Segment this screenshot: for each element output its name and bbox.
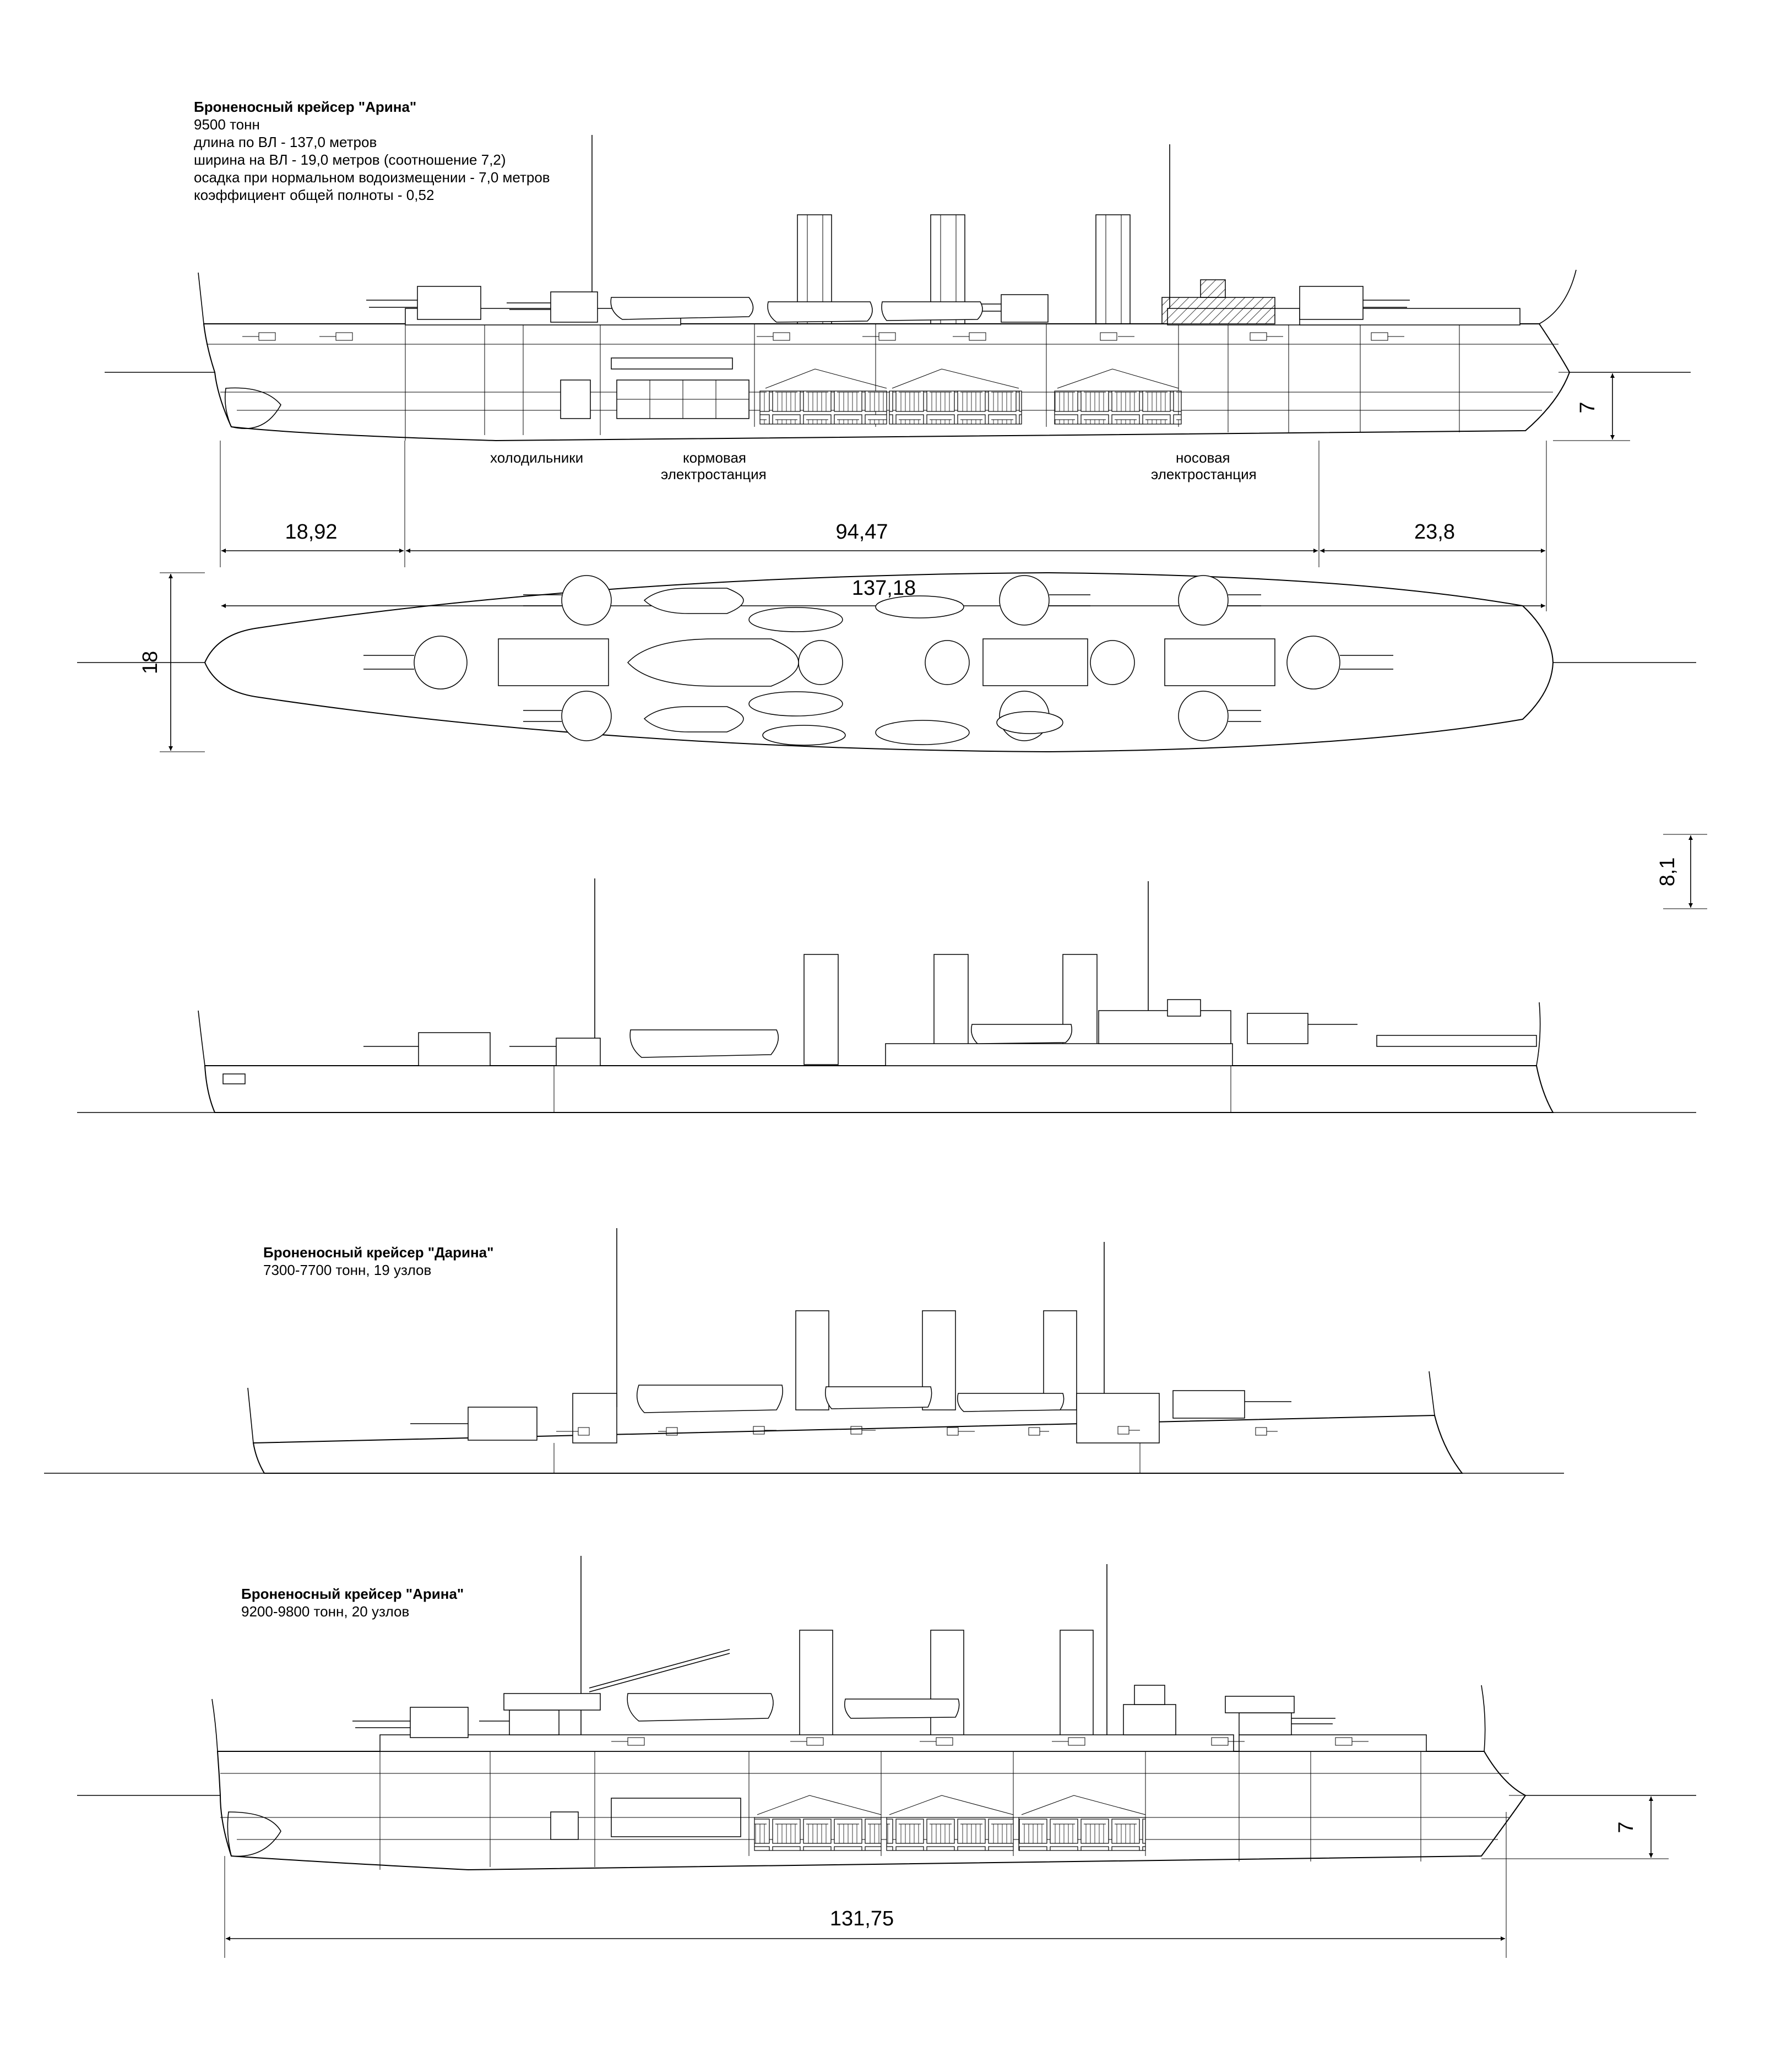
ship2-side-view <box>44 1228 1564 1474</box>
freeboard-dimension: 8,1 <box>1656 834 1707 909</box>
gun-turret <box>1299 286 1364 320</box>
ship3-spec: 9200-9800 тонн, 20 узлов <box>241 1603 410 1620</box>
ship3-title: Броненосный крейсер "Арина" <box>241 1586 464 1602</box>
funnel <box>1095 214 1131 337</box>
dim-draft: 7 <box>1576 401 1599 413</box>
gun-turret <box>550 291 598 323</box>
label-aft-power: электростанция <box>661 466 767 482</box>
boat <box>610 297 754 320</box>
ship3-side-view: 7 131,75 <box>77 1556 1696 1958</box>
ship1-spec: длина по ВЛ - 137,0 метров <box>194 134 377 150</box>
ship1-plan-view: 137,18 18 <box>77 572 1696 753</box>
dim-fwd: 23,8 <box>1414 520 1455 544</box>
label-aft-power: кормовая <box>683 449 746 466</box>
ship1-side-view: холодильники кормовая электростанция нос… <box>105 135 1691 611</box>
dim-mid: 94,47 <box>835 520 888 544</box>
gun-turret <box>417 286 481 320</box>
ship2-title: Броненосный крейсер "Дарина" <box>263 1244 494 1261</box>
boat <box>881 301 983 321</box>
dim-total-length: 137,18 <box>852 577 916 600</box>
ship1-alt-profile <box>77 878 1696 1113</box>
dim-freeboard: 8,1 <box>1656 858 1679 887</box>
dim-aft: 18,92 <box>285 520 337 544</box>
label-fwd-power: носовая <box>1176 449 1230 466</box>
dim-length-ship3: 131,75 <box>830 1907 894 1930</box>
ship1-spec: ширина на ВЛ - 19,0 метров (соотношение … <box>194 151 506 168</box>
dim-draft-ship3: 7 <box>1615 1821 1638 1833</box>
label-fwd-power: электростанция <box>1151 466 1257 482</box>
label-fridges: холодильники <box>490 449 583 466</box>
boat <box>767 301 873 323</box>
ship2-spec: 7300-7700 тонн, 19 узлов <box>263 1262 432 1278</box>
dim-beam: 18 <box>139 651 162 674</box>
ship3-caption: Броненосный крейсер "Арина" 9200-9800 то… <box>241 1585 464 1620</box>
ship1-spec: 9500 тонн <box>194 116 260 133</box>
ship1-title: Броненосный крейсер "Арина" <box>194 99 417 115</box>
ship1-spec: осадка при нормальном водоизмещении - 7,… <box>194 169 550 186</box>
ship1-spec: коэффициент общей полноты - 0,52 <box>194 187 435 203</box>
ship1-caption: Броненосный крейсер "Арина" 9500 тонн дл… <box>194 98 550 204</box>
ship2-caption: Броненосный крейсер "Дарина" 7300-7700 т… <box>263 1244 493 1279</box>
gun-turret <box>1001 294 1049 323</box>
